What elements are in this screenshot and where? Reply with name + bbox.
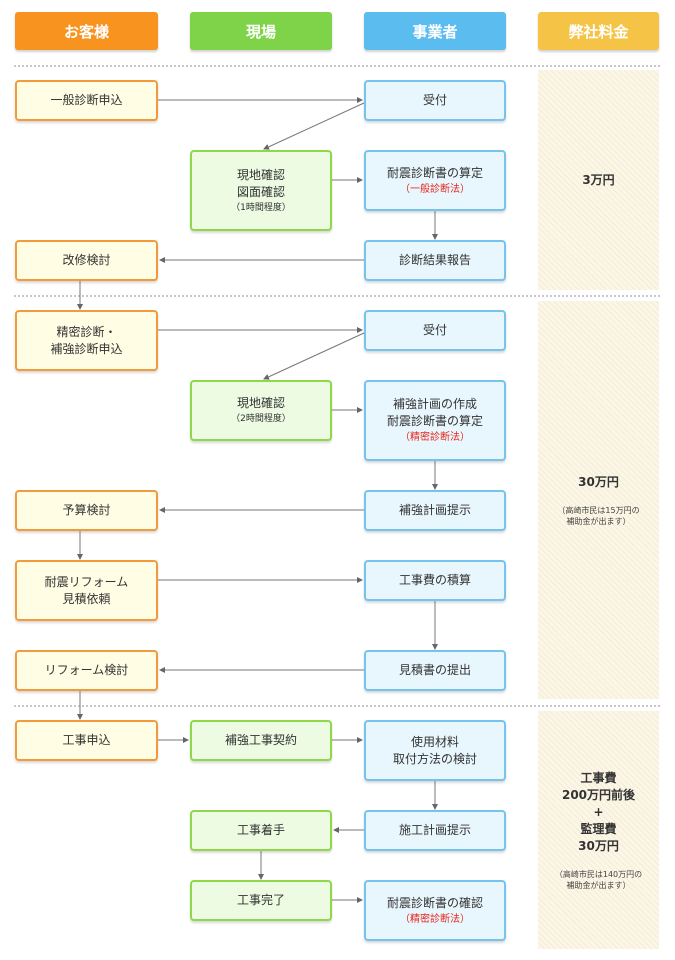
reinforcement-plan-line1: 補強計画の作成 [392, 397, 477, 411]
fee-construction-label: 工事費 [580, 770, 617, 785]
reinforcement-plan-line2: 耐震診断書の算定 [386, 414, 483, 428]
business-header: 事業者 [364, 12, 506, 50]
receipt-2-label: 受付 [422, 323, 447, 337]
construction-plan-present-label: 施工計画提示 [398, 823, 471, 837]
site-check-2-label: 現地確認 [236, 396, 285, 410]
fee-plus: + [593, 804, 604, 819]
detailed-diagnosis-apply-line1: 精密診断・ [56, 324, 117, 339]
receipt-1: 受付 [364, 80, 506, 121]
construction-start-label: 工事着手 [236, 823, 285, 837]
renovation-review: 改修検討 [15, 240, 158, 281]
section-divider-2 [14, 295, 660, 297]
fee-note-3: （高崎市民は140万円の 補助金が出ます） [555, 869, 642, 891]
section-divider-1 [14, 65, 660, 67]
diagnosis-calc-1: 耐震診断書の算定 （一般診断法） [364, 150, 506, 211]
section-divider-3 [14, 705, 660, 707]
renovation-review-label: 改修検討 [62, 253, 111, 267]
reform-review-label: リフォーム検討 [44, 663, 129, 677]
reinforcement-plan: 補強計画の作成 耐震診断書の算定 （精密診断法） [364, 380, 506, 461]
general-diagnosis-apply-label: 一般診断申込 [50, 93, 123, 107]
construction-complete: 工事完了 [190, 880, 332, 921]
fee-panel-2: 30万円 （高崎市民は15万円の 補助金が出ます） [538, 301, 659, 699]
fee-amount-1: 3万円 [582, 172, 615, 187]
quote-submit: 見積書の提出 [364, 650, 506, 691]
receipt-2: 受付 [364, 310, 506, 351]
site-check-2: 現地確認 （2時間程度） [190, 380, 332, 441]
diagnosis-confirm-label: 耐震診断書の確認 [386, 895, 483, 910]
material-review-line2: 取付方法の検討 [392, 751, 477, 766]
reinforcement-plan-present-label: 補強計画提示 [398, 503, 471, 517]
arrow-receipt-to-site-2 [263, 332, 365, 380]
receipt-1-label: 受付 [422, 93, 447, 107]
fee-supervision-amount: 30万円 [578, 838, 619, 853]
material-review: 使用材料 取付方法の検討 [364, 720, 506, 781]
reinforcement-contract: 補強工事契約 [190, 720, 332, 761]
site-check-1: 現地確認 図面確認 （1時間程度） [190, 150, 332, 231]
fee-supervision-label: 監理費 [580, 821, 617, 836]
reform-estimate-request-line1: 耐震リフォーム [44, 574, 129, 589]
fee-note-2-line1: （高崎市民は15万円の [557, 505, 640, 515]
fee-panel-3: 工事費 200万円前後 + 監理費 30万円 （高崎市民は140万円の 補助金が… [538, 711, 659, 949]
site-check-1-line1: 現地確認 [236, 167, 285, 182]
general-diagnosis-apply: 一般診断申込 [15, 80, 158, 121]
construction-complete-label: 工事完了 [236, 893, 285, 907]
construction-plan-present: 施工計画提示 [364, 810, 506, 851]
site-check-1-time: （1時間程度） [231, 202, 291, 213]
diagnosis-confirm: 耐震診断書の確認 （精密診断法） [364, 880, 506, 941]
reform-review: リフォーム検討 [15, 650, 158, 691]
construction-start: 工事着手 [190, 810, 332, 851]
diagnosis-report: 診断結果報告 [364, 240, 506, 281]
diagnosis-calc-1-method: （一般診断法） [400, 183, 470, 195]
budget-review-label: 予算検討 [62, 503, 111, 517]
fee-note-2-line2: 補助金が出ます） [566, 516, 631, 526]
reinforcement-plan-present: 補強計画提示 [364, 490, 506, 531]
construction-apply: 工事申込 [15, 720, 158, 761]
detailed-diagnosis-apply-line2: 補強診断申込 [50, 341, 123, 356]
diagnosis-confirm-method: （精密診断法） [400, 913, 470, 925]
reform-estimate-request-line2: 見積依頼 [62, 591, 111, 606]
site-check-2-time: （2時間程度） [231, 414, 291, 424]
site-header: 現場 [190, 12, 332, 50]
fee-panel-1: 3万円 [538, 70, 659, 290]
fee-amount-2: 30万円 [578, 474, 619, 489]
fee-header: 弊社料金 [538, 12, 659, 50]
site-check-1-line2: 図面確認 [236, 184, 285, 199]
fee-note-3-line2: 補助金が出ます） [566, 880, 631, 890]
fee-construction-amount: 200万円前後 [561, 787, 636, 802]
reinforcement-contract-label: 補強工事契約 [224, 733, 297, 747]
diagnosis-calc-1-label: 耐震診断書の算定 [386, 165, 483, 180]
reform-estimate-request: 耐震リフォーム 見積依頼 [15, 560, 158, 621]
diagnosis-report-label: 診断結果報告 [398, 253, 471, 267]
detailed-diagnosis-apply: 精密診断・ 補強診断申込 [15, 310, 158, 371]
construction-apply-label: 工事申込 [62, 733, 111, 747]
quote-submit-label: 見積書の提出 [398, 663, 471, 677]
material-review-line1: 使用材料 [410, 734, 459, 749]
customer-header: お客様 [15, 12, 158, 50]
cost-estimate-label: 工事費の積算 [398, 573, 471, 587]
budget-review: 予算検討 [15, 490, 158, 531]
cost-estimate: 工事費の積算 [364, 560, 506, 601]
fee-note-2: （高崎市民は15万円の 補助金が出ます） [557, 505, 639, 527]
arrow-receipt-to-site-1 [263, 102, 365, 150]
fee-note-3-line1: （高崎市民は140万円の [554, 869, 643, 879]
reinforcement-plan-method: （精密診断法） [400, 432, 470, 443]
